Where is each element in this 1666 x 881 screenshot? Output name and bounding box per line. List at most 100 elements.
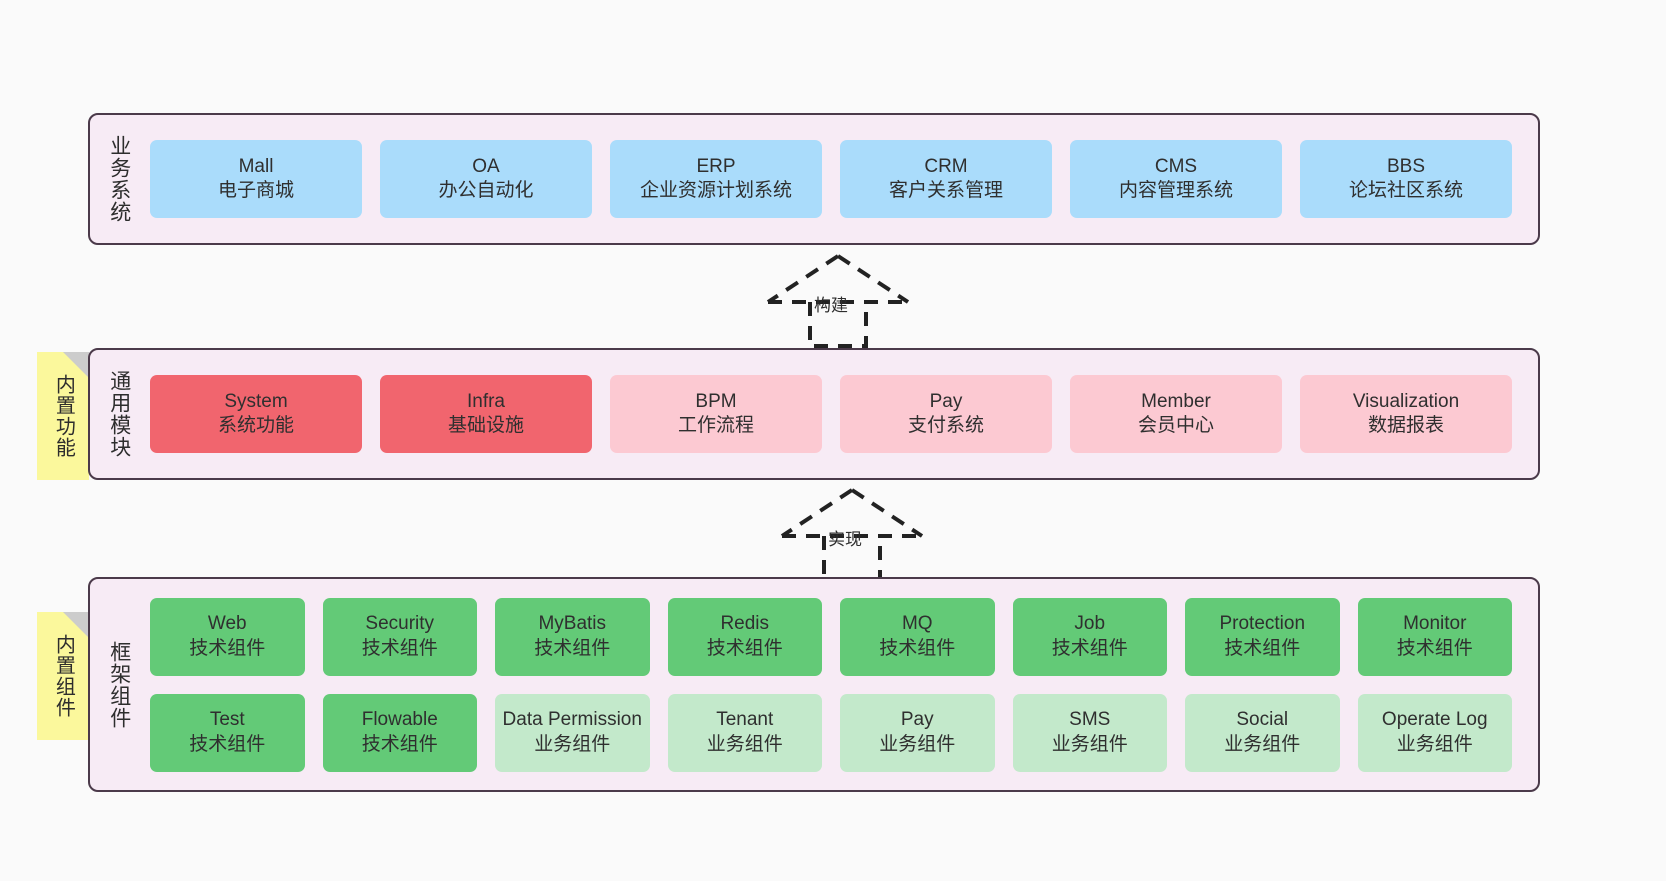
card-title: Flowable [361,709,438,731]
card-tenant[interactable]: Tenant 业务组件 [667,693,822,772]
card-security[interactable]: Security 技术组件 [322,597,477,676]
card-subtitle: 会员中心 [1137,415,1214,436]
card-pay[interactable]: Pay 支付系统 [840,375,1052,453]
connector-implement: 实现 [762,484,942,584]
card-title: SMS [1069,709,1111,731]
card-subtitle: 基础设施 [447,415,524,436]
card-row: System 系统功能 Infra 基础设施 BPM 工作流程 Pay 支付系统… [150,375,1512,453]
layer-title-framework: 框架组件 [107,640,131,729]
card-subtitle: 系统功能 [217,415,294,436]
card-member[interactable]: Member 会员中心 [1070,375,1282,453]
card-crm[interactable]: CRM 客户关系管理 [840,140,1052,218]
card-protection[interactable]: Protection 技术组件 [1185,597,1340,676]
layer-business-systems: 业务系统 Mall 电子商城 OA 办公自动化 ERP 企业资源计划系统 CRM… [88,113,1540,245]
card-subtitle: 数据报表 [1367,415,1444,436]
card-operate-log[interactable]: Operate Log 业务组件 [1357,693,1512,772]
card-title: MyBatis [538,613,607,635]
card-subtitle: 企业资源计划系统 [639,180,792,201]
card-mq[interactable]: MQ 技术组件 [840,597,995,676]
card-row: Mall 电子商城 OA 办公自动化 ERP 企业资源计划系统 CRM 客户关系… [150,140,1512,218]
card-test[interactable]: Test 技术组件 [150,693,305,772]
sticky-note-label: 内置组件 [52,634,75,718]
card-subtitle: 技术组件 [706,637,783,659]
card-subtitle: 客户关系管理 [888,180,1003,201]
card-title: Redis [720,613,770,635]
card-subtitle: 工作流程 [677,415,754,436]
sticky-note-label: 内置功能 [52,374,75,458]
layer-title-business: 业务系统 [107,135,131,223]
card-subtitle: 业务组件 [1396,733,1473,755]
card-title: Monitor [1403,613,1467,635]
card-pay-business[interactable]: Pay 业务组件 [840,693,995,772]
card-title: Operate Log [1381,709,1488,731]
card-erp[interactable]: ERP 企业资源计划系统 [610,140,822,218]
card-job[interactable]: Job 技术组件 [1012,597,1167,676]
card-bpm[interactable]: BPM 工作流程 [610,375,822,453]
card-title: Data Permission [502,709,642,731]
card-subtitle: 技术组件 [1224,637,1301,659]
card-subtitle: 技术组件 [1051,637,1128,659]
card-title: BBS [1386,155,1426,177]
card-title: OA [472,155,500,177]
card-subtitle: 电子商城 [217,180,294,201]
card-system[interactable]: System 系统功能 [150,375,362,453]
card-subtitle: 技术组件 [189,733,266,755]
layer-body-framework: Web 技术组件 Security 技术组件 MyBatis 技术组件 Redi… [136,579,1538,790]
card-oa[interactable]: OA 办公自动化 [380,140,592,218]
connector-build: 构建 [748,250,928,350]
card-visualization[interactable]: Visualization 数据报表 [1300,375,1512,453]
card-subtitle: 办公自动化 [438,180,534,201]
card-title: ERP [696,155,736,177]
card-data-permission[interactable]: Data Permission 业务组件 [495,693,650,772]
card-subtitle: 技术组件 [879,637,956,659]
card-subtitle: 技术组件 [189,637,266,659]
layer-title-modules: 通用模块 [107,370,131,458]
generalization-arrow-icon [766,254,910,348]
connector-label-build: 构建 [814,296,848,315]
card-title: Member [1141,390,1211,412]
card-title: Infra [466,390,506,412]
sticky-note-builtin-components: 内置组件 [37,612,89,740]
sticky-note-builtin-functions: 内置功能 [37,352,89,480]
card-title: Pay [929,390,963,412]
card-title: Protection [1219,613,1306,635]
card-subtitle: 技术组件 [1396,637,1473,659]
card-subtitle: 论坛社区系统 [1348,180,1463,201]
card-title: Mall [238,155,274,177]
card-subtitle: 业务组件 [1224,733,1301,755]
card-sms[interactable]: SMS 业务组件 [1012,693,1167,772]
card-flowable[interactable]: Flowable 技术组件 [322,693,477,772]
card-subtitle: 技术组件 [361,637,438,659]
card-row: Web 技术组件 Security 技术组件 MyBatis 技术组件 Redi… [150,597,1512,676]
card-web[interactable]: Web 技术组件 [150,597,305,676]
card-subtitle: 业务组件 [1051,733,1128,755]
card-title: Job [1074,613,1106,635]
card-redis[interactable]: Redis 技术组件 [667,597,822,676]
card-subtitle: 内容管理系统 [1118,180,1233,201]
card-subtitle: 技术组件 [534,637,611,659]
card-title: CRM [924,155,968,177]
card-subtitle: 业务组件 [879,733,956,755]
card-subtitle: 业务组件 [706,733,783,755]
card-title: Web [207,613,247,635]
card-subtitle: 支付系统 [907,415,984,436]
card-social[interactable]: Social 业务组件 [1185,693,1340,772]
layer-body-modules: System 系统功能 Infra 基础设施 BPM 工作流程 Pay 支付系统… [136,350,1538,478]
card-infra[interactable]: Infra 基础设施 [380,375,592,453]
card-mall[interactable]: Mall 电子商城 [150,140,362,218]
layer-common-modules: 通用模块 System 系统功能 Infra 基础设施 BPM 工作流程 Pay… [88,348,1540,480]
card-monitor[interactable]: Monitor 技术组件 [1357,597,1512,676]
layer-body-business: Mall 电子商城 OA 办公自动化 ERP 企业资源计划系统 CRM 客户关系… [136,115,1538,243]
card-title: Pay [900,709,934,731]
card-title: Security [365,613,435,635]
layer-framework-components: 框架组件 Web 技术组件 Security 技术组件 MyBatis 技术组件… [88,577,1540,792]
card-mybatis[interactable]: MyBatis 技术组件 [495,597,650,676]
card-row: Test 技术组件 Flowable 技术组件 Data Permission … [150,693,1512,772]
card-title: Visualization [1352,390,1460,412]
card-bbs[interactable]: BBS 论坛社区系统 [1300,140,1512,218]
connector-label-implement: 实现 [828,530,862,549]
card-title: Tenant [716,709,774,731]
card-title: System [224,390,288,412]
card-cms[interactable]: CMS 内容管理系统 [1070,140,1282,218]
